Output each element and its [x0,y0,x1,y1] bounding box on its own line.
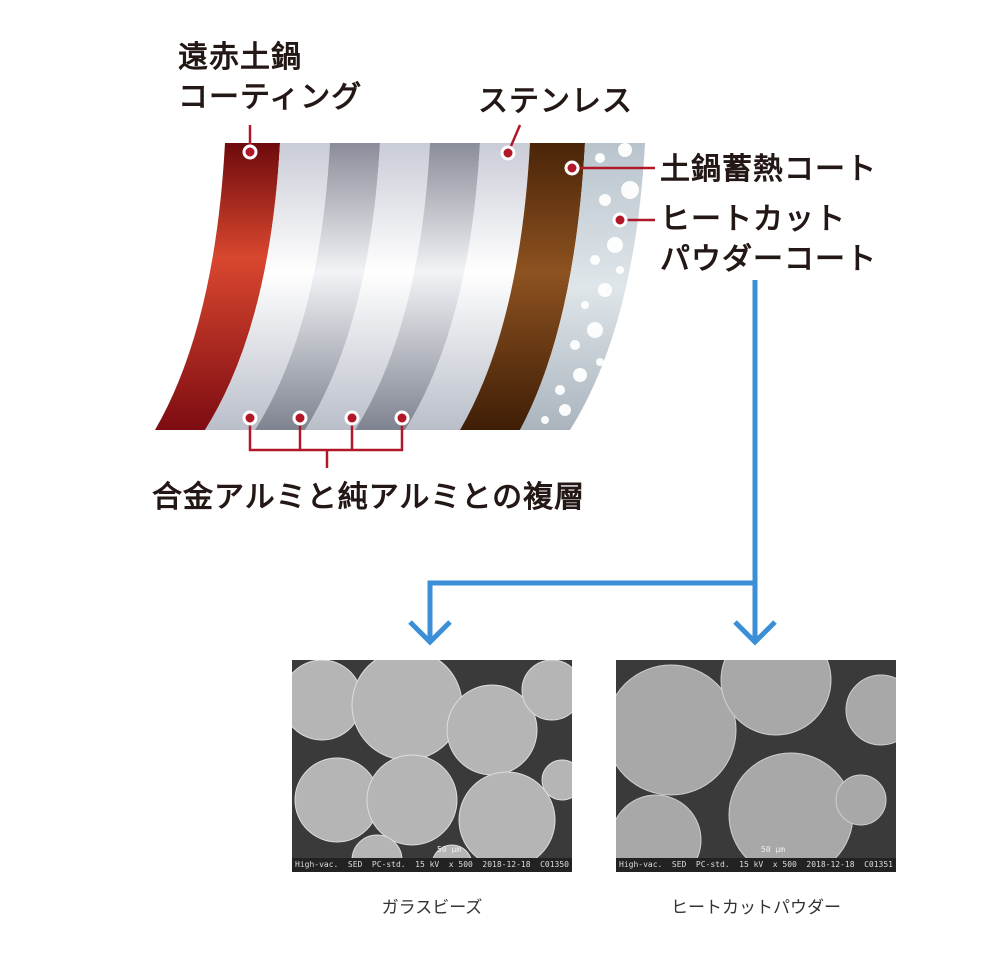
footer-text: 2018-12-18 [806,860,855,869]
footer-text: x 500 [772,860,797,869]
aluminum-layer [305,143,430,430]
label-line: パウダーコート [660,242,877,277]
scale-bar: 50 μm [761,845,786,854]
footer-text: x 500 [448,860,473,869]
leader-dots [242,144,628,426]
sem-footer: High-vac. SED PC-std. 15 kV x 500 2018-12-18 C… [292,858,572,872]
caption-heatcut-powder: ヒートカットパウダー [671,898,841,918]
stainless-layer [405,143,530,430]
heatcut-powder-layer [520,143,645,430]
footer-text: 15 kV [739,860,764,869]
caption-glass-beads: ガラスビーズ [381,898,483,918]
label-donabe-coat: 土鍋蓄熱コート [660,152,877,187]
footer-text: 2018-12-18 [482,860,531,869]
glass-beads-image: 50 μm High-vac. SED PC-std. 15 kV x 500 2018-… [292,660,572,872]
heatcut-powder-image: 50 μm High-vac. SED PC-std. 15 kV x 500 2018-… [616,660,896,872]
aluminum-layer [205,143,330,430]
label-heatcut: ヒートカット パウダーコート [660,200,877,280]
sem-footer: High-vac. SED PC-std. 15 kV x 500 2018-12-18 C… [616,858,896,872]
footer-text: High-vac. [295,860,339,869]
donabe-coat-layer [460,143,585,430]
label-line: コーティング [178,80,363,115]
footer-text: C01351 [864,860,893,869]
label-line: 遠赤土鍋 [178,40,302,75]
footer-text: PC-std. [695,860,730,869]
scale-bar: 50 μm [437,845,462,854]
aluminum-layer [255,143,380,430]
footer-text: C01350 [540,860,569,869]
label-stainless: ステンレス [478,84,633,119]
aluminum-layer [355,143,480,430]
label-far-infrared: 遠赤土鍋 コーティング [178,38,362,118]
footer-text: PC-std. [371,860,406,869]
label-line: ヒートカット [660,202,846,237]
blue-arrows [408,280,777,646]
label-alloy: 合金アルミと純アルミとの複層 [152,480,586,515]
footer-text: SED [671,860,687,869]
powder-bubbles [541,143,639,424]
footer-text: 15 kV [415,860,440,869]
footer-text: High-vac. [619,860,663,869]
footer-text: SED [347,860,363,869]
red-coating-layer [155,143,280,430]
